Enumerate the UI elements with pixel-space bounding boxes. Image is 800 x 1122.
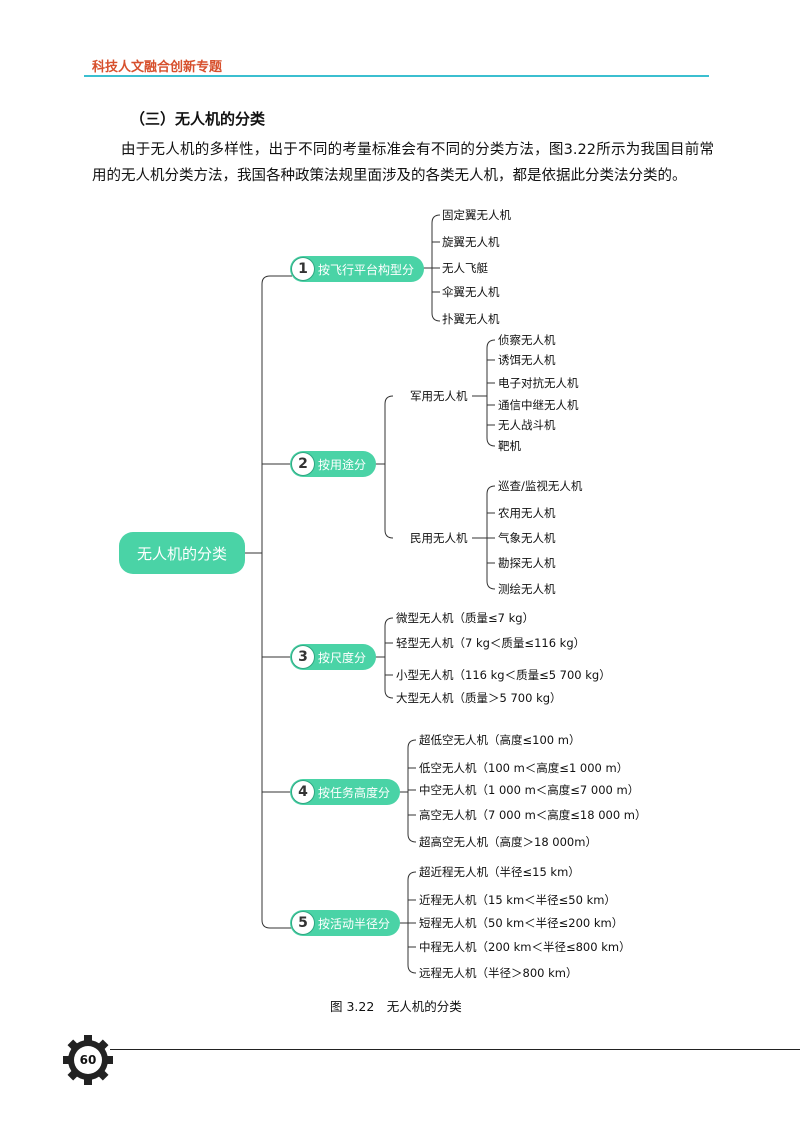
category-number: 4 (292, 781, 314, 803)
leaf-item: 大型无人机（质量＞5 700 kg） (396, 691, 562, 705)
header-rule (84, 75, 709, 77)
leaf-item: 无人飞艇 (442, 261, 488, 275)
category-scale: 3 按尺度分 (290, 644, 377, 670)
category-label: 按任务高度分 (318, 785, 391, 800)
leaf-item: 测绘无人机 (498, 582, 556, 596)
leaf-item: 中程无人机（200 km＜半径≤800 km） (419, 940, 631, 954)
leaf-item: 短程无人机（50 km＜半径≤200 km） (419, 916, 624, 930)
category-number: 5 (292, 912, 314, 934)
leaf-item: 小型无人机（116 kg＜质量≤5 700 kg） (396, 668, 611, 682)
subgroup-civil: 民用无人机 (410, 531, 468, 545)
category-label: 按用途分 (318, 457, 367, 472)
leaf-item: 扑翼无人机 (442, 312, 500, 326)
category-number: 1 (292, 258, 314, 280)
figure-caption: 图 3.22 无人机的分类 (330, 999, 462, 1014)
category-radius: 5 按活动半径分 (290, 910, 401, 936)
footer-rule (110, 1049, 800, 1050)
category-label: 按活动半径分 (318, 916, 391, 931)
leaf-item: 诱饵无人机 (498, 353, 556, 367)
leaf-item: 低空无人机（100 m＜高度≤1 000 m） (419, 761, 629, 775)
category-platform: 1 按飞行平台构型分 (290, 256, 425, 282)
category-altitude: 4 按任务高度分 (290, 779, 401, 805)
leaf-item: 超高空无人机（高度＞18 000m） (419, 835, 597, 849)
leaf-item: 靶机 (498, 439, 521, 453)
leaf-item: 伞翼无人机 (442, 285, 500, 299)
leaf-item: 气象无人机 (498, 531, 556, 545)
leaf-item: 轻型无人机（7 kg＜质量≤116 kg） (396, 636, 586, 650)
running-header: 科技人文融合创新专题 (92, 60, 223, 75)
category-label: 按尺度分 (318, 650, 367, 665)
leaf-item: 无人战斗机 (498, 418, 556, 432)
leaf-item: 农用无人机 (498, 506, 556, 520)
category-number: 3 (292, 646, 314, 668)
leaf-item: 勘探无人机 (498, 556, 556, 570)
leaf-item: 近程无人机（15 km＜半径≤50 km） (419, 893, 616, 907)
subgroup-military: 军用无人机 (410, 389, 468, 403)
section-title: （三）无人机的分类 (130, 110, 266, 128)
mindmap-root: 无人机的分类 (119, 532, 245, 574)
page-number: 60 (79, 1053, 97, 1067)
leaf-item: 固定翼无人机 (442, 208, 511, 222)
leaf-item: 通信中继无人机 (498, 398, 579, 412)
leaf-item: 微型无人机（质量≤7 kg） (396, 611, 535, 625)
leaf-item: 超近程无人机（半径≤15 km） (419, 865, 580, 879)
leaf-item: 侦察无人机 (498, 333, 556, 347)
leaf-item: 旋翼无人机 (442, 235, 500, 249)
leaf-item: 远程无人机（半径＞800 km） (419, 966, 578, 980)
leaf-item: 超低空无人机（高度≤100 m） (419, 733, 581, 747)
leaf-item: 巡查/监视无人机 (498, 479, 583, 493)
body-paragraph: 由于无人机的多样性，出于不同的考量标准会有不同的分类方法，图3.22所示为我国目… (92, 142, 714, 184)
category-number: 2 (292, 453, 314, 475)
leaf-item: 高空无人机（7 000 m＜高度≤18 000 m） (419, 808, 647, 822)
category-usage: 2 按用途分 (290, 451, 377, 477)
leaf-item: 中空无人机（1 000 m＜高度≤7 000 m） (419, 783, 640, 797)
gear-icon (63, 1035, 113, 1085)
category-label: 按飞行平台构型分 (318, 262, 415, 277)
leaf-item: 电子对抗无人机 (498, 376, 579, 390)
